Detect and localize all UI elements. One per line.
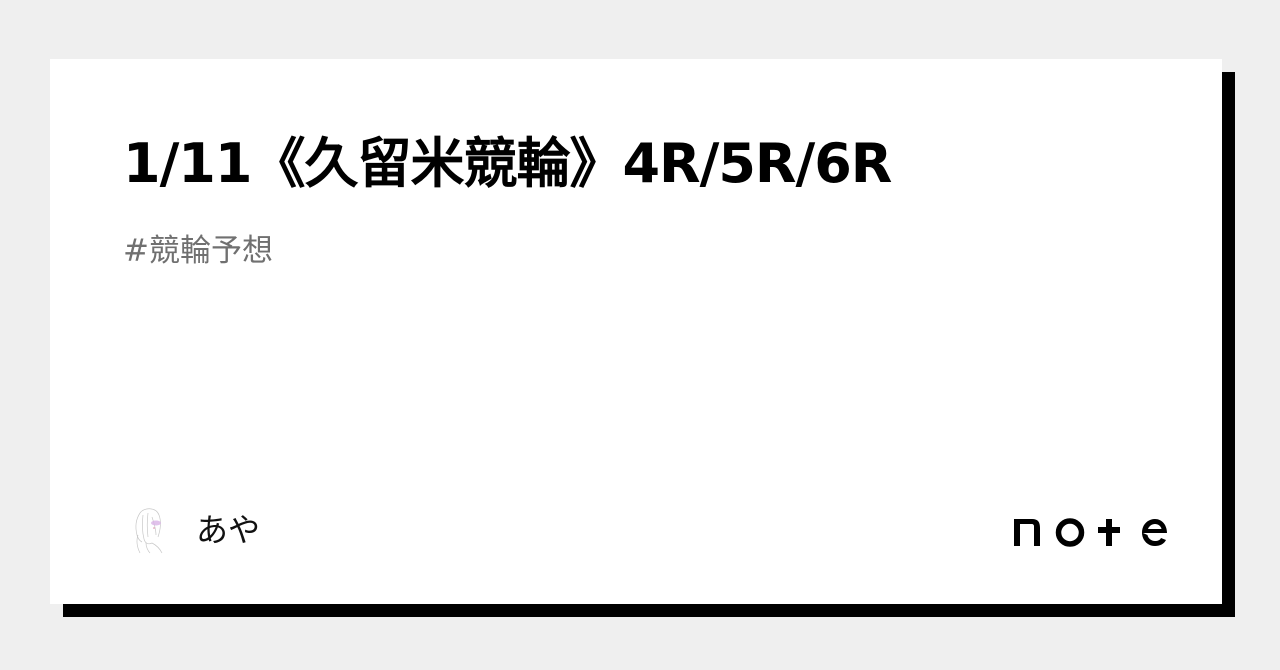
article-card[interactable]: 1/11《久留米競輪》4R/5R/6R #競輪予想 あや <box>50 59 1222 604</box>
article-title: 1/11《久留米競輪》4R/5R/6R <box>123 132 892 195</box>
author-info[interactable]: あや <box>128 505 260 555</box>
hashtag-link[interactable]: #競輪予想 <box>123 233 273 269</box>
author-name: あや <box>196 511 261 549</box>
avatar-illustration-icon <box>135 508 163 554</box>
note-logo-icon[interactable] <box>1012 509 1170 549</box>
